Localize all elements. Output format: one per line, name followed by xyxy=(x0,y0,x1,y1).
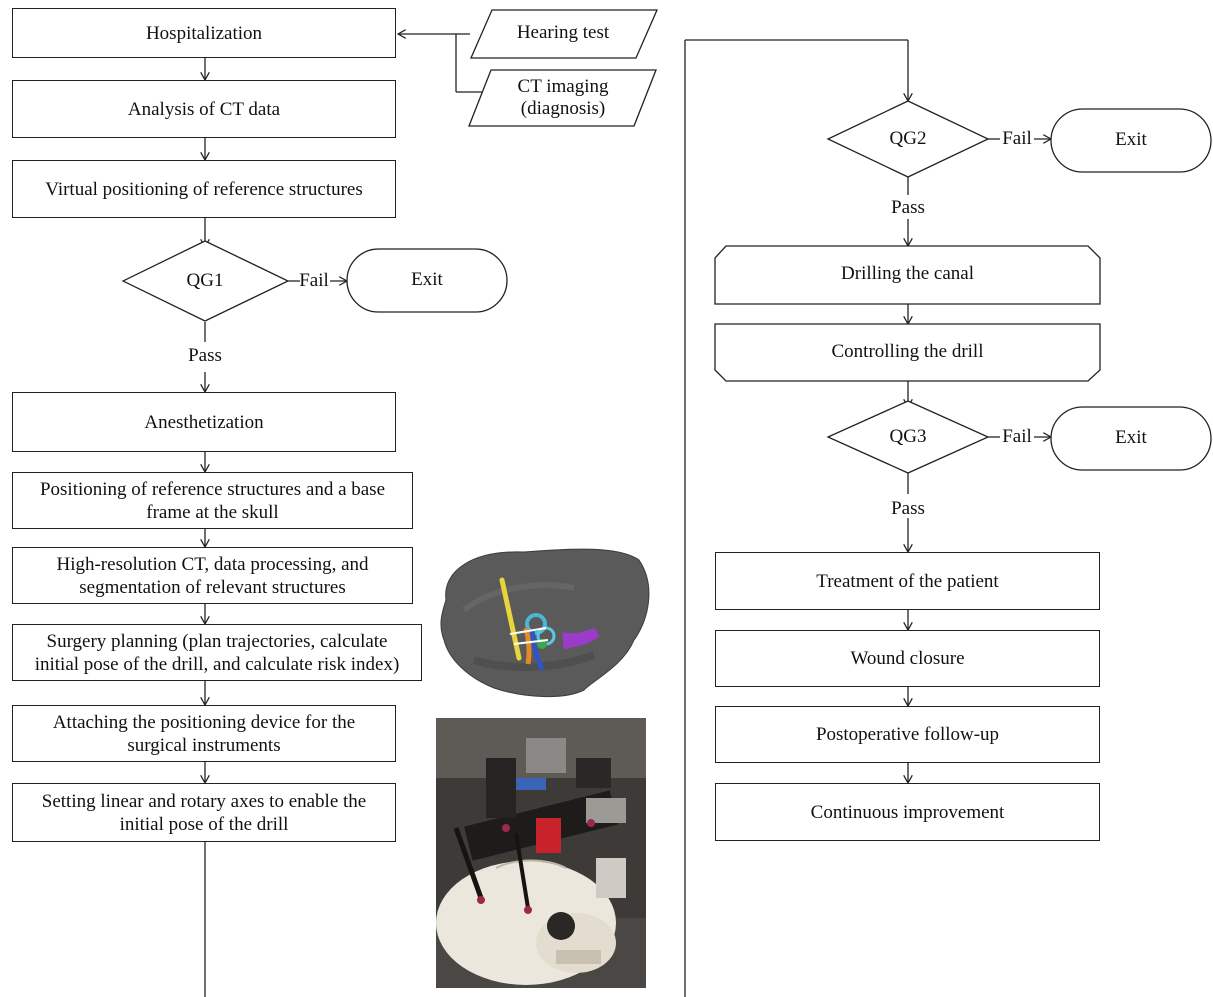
improvement-label: Continuous improvement xyxy=(810,801,1005,823)
exit-label-qg3: Exit xyxy=(1115,427,1147,448)
ct-imaging-label-line1: CT imaging xyxy=(517,76,609,97)
exit-terminator-qg3 xyxy=(1050,406,1212,471)
analysis-ct-box: Analysis of CT data xyxy=(12,80,396,138)
treatment-box: Treatment of the patient xyxy=(715,552,1100,610)
improvement-box: Continuous improvement xyxy=(715,783,1100,841)
setting-axes-box: Setting linear and rotary axes to enable… xyxy=(12,783,396,842)
qg2-pass-label: Pass xyxy=(891,197,925,218)
hr-ct-box: High-resolution CT, data processing, and… xyxy=(12,547,413,604)
wound-closure-label: Wound closure xyxy=(850,648,965,669)
surgery-planning-label-line1: Surgery planning (plan trajectories, cal… xyxy=(46,630,388,652)
exit-label-qg1: Exit xyxy=(411,269,443,290)
drilling-canal-label: Drilling the canal xyxy=(841,263,974,284)
positioning-reference-label-line1: Positioning of reference structures and … xyxy=(39,478,386,500)
ct-imaging-label-line2: (diagnosis) xyxy=(520,98,606,119)
hr-ct-label-line1: High-resolution CT, data processing, and xyxy=(56,553,369,575)
attaching-device-label-line1: Attaching the positioning device for the xyxy=(52,711,356,733)
treatment-label: Treatment of the patient xyxy=(816,570,999,592)
analysis-ct-label: Analysis of CT data xyxy=(127,98,281,120)
qg3-decision-diamond xyxy=(826,400,990,474)
surgery-planning-label-line2: initial pose of the drill, and calculate… xyxy=(34,653,400,675)
virtual-positioning-box: Virtual positioning of reference structu… xyxy=(12,160,396,218)
qg1-label: QG1 xyxy=(186,270,224,291)
hearing-test-input-parallelogram xyxy=(470,9,658,59)
postoperative-label: Postoperative follow-up xyxy=(815,724,1000,745)
qg2-label: QG2 xyxy=(889,128,927,149)
qg2-fail-label: Fail xyxy=(1002,128,1032,149)
skull-segmentation-image xyxy=(440,548,650,697)
ct-imaging-input-parallelogram xyxy=(468,69,657,127)
qg1-decision-diamond xyxy=(121,240,290,322)
wound-closure-box: Wound closure xyxy=(715,630,1100,687)
hospitalization-box: Hospitalization xyxy=(12,8,396,58)
skull-device-photo xyxy=(436,718,646,988)
virtual-positioning-label: Virtual positioning of reference structu… xyxy=(45,178,363,200)
surgery-planning-box: Surgery planning (plan trajectories, cal… xyxy=(12,624,422,681)
qg3-pass-label: Pass xyxy=(891,498,925,519)
anesthetization-label: Anesthetization xyxy=(144,411,264,433)
drilling-canal-box xyxy=(714,245,1101,305)
exit-terminator-qg1 xyxy=(346,248,508,313)
setting-axes-label-line1: Setting linear and rotary axes to enable… xyxy=(41,790,367,812)
qg1-pass-label: Pass xyxy=(188,345,222,366)
qg2-decision-diamond xyxy=(826,100,990,178)
attaching-device-box: Attaching the positioning device for the… xyxy=(12,705,396,762)
positioning-reference-box: Positioning of reference structures and … xyxy=(12,472,413,529)
attaching-device-label-line2: surgical instruments xyxy=(127,734,281,756)
exit-label-qg2: Exit xyxy=(1115,129,1147,150)
anesthetization-box: Anesthetization xyxy=(12,392,396,452)
hospitalization-label: Hospitalization xyxy=(145,22,263,44)
controlling-drill-label: Controlling the drill xyxy=(831,341,984,362)
controlling-drill-box xyxy=(714,323,1101,382)
postoperative-box: Postoperative follow-up xyxy=(715,706,1100,763)
qg1-fail-label: Fail xyxy=(299,270,329,291)
positioning-reference-label-line2: frame at the skull xyxy=(146,501,279,523)
setting-axes-label-line2: initial pose of the drill xyxy=(119,813,289,835)
qg3-label: QG3 xyxy=(889,426,927,447)
hr-ct-label-line2: segmentation of relevant structures xyxy=(79,576,346,598)
qg3-fail-label: Fail xyxy=(1002,426,1032,447)
exit-terminator-qg2 xyxy=(1050,108,1212,173)
hearing-test-label: Hearing test xyxy=(516,22,610,43)
